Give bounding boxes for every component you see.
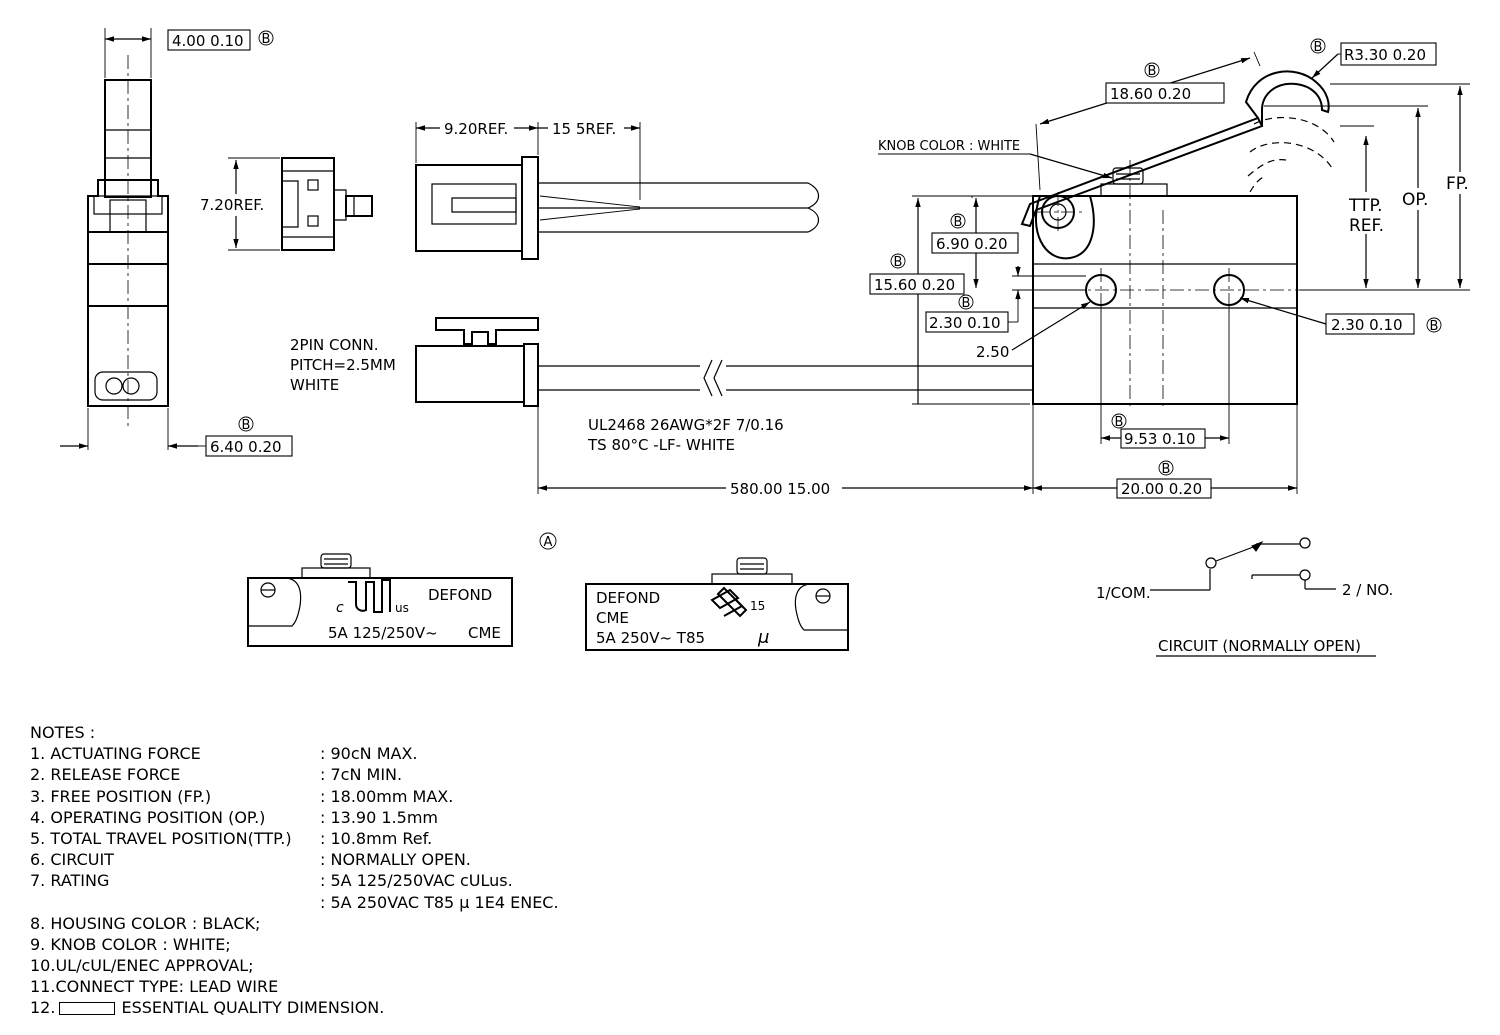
svg-text:B: B — [894, 255, 903, 270]
label-left-code: CME — [468, 624, 501, 642]
body-length-dim: 20.00 0.20 — [1121, 480, 1202, 498]
label-left-brand: DEFOND — [428, 586, 492, 604]
switch-dimensions: 18.60 0.20 B R3.30 0.20 B KNOB COLOR : W… — [537, 38, 1474, 499]
connector-top-view: 9.20REF. 15 5REF. — [415, 118, 820, 260]
svg-text:B: B — [1314, 40, 1323, 55]
roller-radius-dim: R3.30 0.20 — [1344, 46, 1426, 64]
lead-strip-dim: 15 5REF. — [552, 120, 616, 138]
note-row: : 5A 250VAC T85 μ 1E4 ENEC. — [320, 892, 559, 912]
h230-left-dim: 2.30 0.10 — [929, 314, 1001, 332]
essential-dimension-box-icon — [59, 1002, 116, 1016]
h1560-dim: 15.60 0.20 — [874, 276, 955, 294]
hole-dia-dim: 2.50 — [976, 343, 1009, 361]
label-right-brand: DEFOND — [596, 589, 660, 607]
connector-label-1: 2PIN CONN. — [290, 336, 379, 354]
note-row: 2. RELEASE FORCE: 7cN MIN. — [30, 765, 403, 785]
width-top-dim: 4.00 0.10 — [172, 32, 244, 50]
enec-logo-icon — [710, 586, 748, 618]
switch-body — [1032, 160, 1320, 410]
ttp-label: TTP. — [1348, 196, 1382, 216]
note-row: 9. KNOB COLOR : WHITE; — [30, 934, 231, 954]
fp-label: FP. — [1446, 174, 1469, 194]
svg-text:B: B — [1162, 462, 1171, 477]
circuit-no-label: 2 / NO. — [1342, 581, 1393, 599]
circuit-com-label: 1/COM. — [1096, 584, 1151, 602]
ul-c-mark: c — [336, 600, 344, 616]
connector-label-3: WHITE — [290, 376, 339, 394]
enec-number: 15 — [750, 599, 765, 613]
side-view: 4.00 0.10 B 6.40 0.20 B — [60, 28, 293, 457]
note-row: 8. HOUSING COLOR : BLACK; — [30, 913, 261, 933]
svg-text:B: B — [962, 296, 971, 311]
lever-length-dim: 18.60 0.20 — [1110, 85, 1191, 103]
conn-length-dim: 9.20REF. — [444, 120, 508, 138]
connector-front-view: 7.20REF. — [198, 157, 373, 251]
note-row: 3. FREE POSITION (FP.): 18.00mm MAX. — [30, 786, 454, 806]
width-top-box — [167, 29, 251, 51]
marker-b: B — [262, 32, 271, 47]
label-right-mu: μ — [757, 627, 769, 648]
notes-block: NOTES : 1. ACTUATING FORCE: 90cN MAX. 2.… — [30, 722, 559, 1019]
width-bottom-box — [205, 435, 293, 457]
svg-text:B: B — [954, 215, 963, 230]
label-right-rating: 5A 250V~ T85 — [596, 629, 705, 647]
op-label: OP. — [1402, 190, 1428, 210]
connector-label-2: PITCH=2.5MM — [290, 356, 396, 374]
notes-title: NOTES : — [30, 723, 96, 742]
conn-height-dim: 7.20REF. — [200, 196, 264, 214]
note-row: 10.UL/cUL/ENEC APPROVAL; — [30, 956, 254, 976]
hole-pitch-dim: 9.53 0.10 — [1124, 430, 1196, 448]
marking-views: A c us DEFOND 5A 125/250V~ CME DEFOND CM… — [247, 532, 849, 651]
note-row: 11.CONNECT TYPE: LEAD WIRE — [30, 977, 279, 997]
circuit-diagram: 1/COM. 2 / NO. CIRCUIT (NORMALLY OPEN) — [1096, 537, 1393, 657]
wire-spec-2: TS 80°C -LF- WHITE — [587, 436, 735, 454]
knob-color-label: KNOB COLOR : WHITE — [878, 139, 1020, 154]
svg-text:B: B — [242, 418, 251, 433]
note-row: 5. TOTAL TRAVEL POSITION(TTP.): 10.8mm R… — [30, 828, 433, 848]
connector-side-view: 2PIN CONN. PITCH=2.5MM WHITE UL2468 26AW… — [290, 317, 1033, 454]
ul-logo-icon — [348, 579, 391, 613]
svg-text:B: B — [1148, 64, 1157, 79]
note-row: 4. OPERATING POSITION (OP.): 13.90 1.5mm — [30, 807, 438, 827]
note-row-last: 12.ESSENTIAL QUALITY DIMENSION. — [30, 998, 385, 1018]
note-row: 7. RATING: 5A 125/250VAC cULus. — [30, 871, 513, 891]
svg-text:B: B — [1430, 319, 1439, 334]
ul-us-mark: us — [395, 601, 409, 615]
h230-right-dim: 2.30 0.10 — [1331, 316, 1403, 334]
marker-a: A — [544, 535, 553, 550]
wire-length-dim: 580.00 15.00 — [730, 480, 830, 498]
ttp-ref-label: REF. — [1349, 216, 1384, 236]
label-right-code: CME — [596, 609, 629, 627]
wire-spec-1: UL2468 26AWG*2F 7/0.16 — [588, 416, 784, 434]
width-bottom-dim: 6.40 0.20 — [210, 438, 282, 456]
note-row: 1. ACTUATING FORCE: 90cN MAX. — [30, 744, 418, 764]
note-row: 6. CIRCUIT: NORMALLY OPEN. — [30, 850, 471, 870]
svg-text:B: B — [1115, 415, 1124, 430]
circuit-caption: CIRCUIT (NORMALLY OPEN) — [1158, 637, 1361, 655]
label-left-rating: 5A 125/250V~ — [328, 624, 438, 642]
h690-dim: 6.90 0.20 — [936, 235, 1008, 253]
